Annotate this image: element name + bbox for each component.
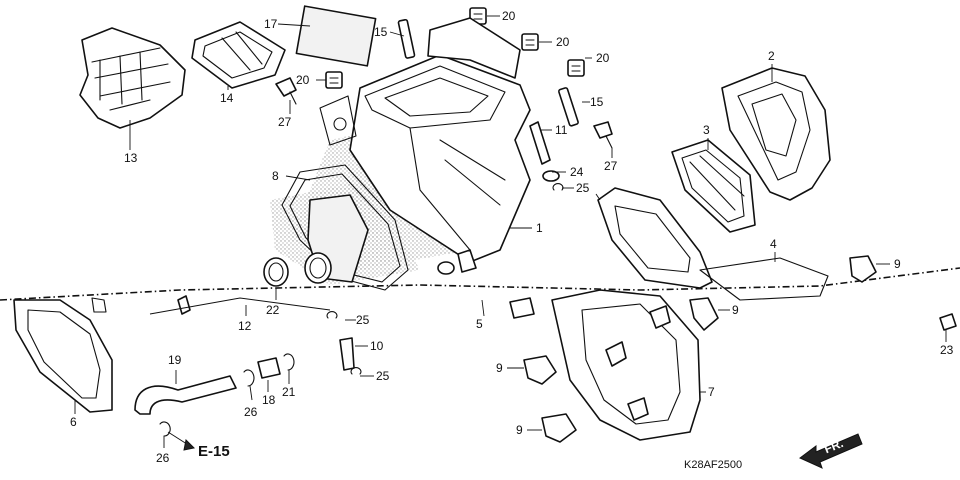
part-6-frame (13, 297, 113, 413)
part-8-seal (281, 164, 409, 291)
callout-9: 9 (732, 303, 739, 317)
fr-arrow (799, 433, 863, 469)
callout-9: 9 (894, 257, 901, 271)
part-12-tube (177, 295, 191, 315)
callout-27: 27 (278, 115, 292, 129)
callout-12: 12 (238, 319, 252, 333)
part-22-boot (263, 252, 332, 287)
part-9-clamp (541, 413, 577, 443)
callout-15: 15 (590, 95, 604, 109)
callout-19: 19 (168, 353, 182, 367)
part-1-air-cleaner-case (319, 17, 531, 275)
part-25-clip (552, 183, 564, 191)
part-27-bolt (593, 121, 613, 149)
part-8-seal (289, 173, 401, 283)
callout-5: 5 (476, 317, 483, 331)
callout-7: 7 (708, 385, 715, 399)
callout-4: 4 (770, 237, 777, 251)
part-19-hose (134, 375, 237, 415)
part-17-pad (295, 5, 377, 67)
callout-25: 25 (576, 181, 590, 195)
part-13-cover (79, 27, 186, 129)
part-9-clamp (849, 255, 877, 283)
part-27-bolt (275, 77, 297, 105)
callout-1: 1 (536, 221, 543, 235)
callout-14: 14 (220, 91, 234, 105)
part-9-clamp (523, 355, 557, 385)
callout-25: 25 (376, 369, 390, 383)
part-26-clamp (159, 421, 171, 437)
callout-18: 18 (262, 393, 276, 407)
callout-15: 15 (374, 25, 388, 39)
callout-2: 2 (768, 49, 775, 63)
callout-26: 26 (156, 451, 170, 465)
fr-label: FR. (822, 436, 845, 456)
part-10-pin (339, 337, 355, 371)
part-14-cover (191, 21, 286, 89)
part-5-plug (509, 297, 535, 319)
part-20-clip (325, 71, 343, 89)
callout-6: 6 (70, 415, 77, 429)
callout-27: 27 (604, 159, 618, 173)
part-15-strip (558, 87, 579, 127)
part-15-strip (397, 18, 416, 59)
callout-20: 20 (556, 35, 570, 49)
callout-9: 9 (496, 361, 503, 375)
reference-arrowhead (183, 438, 196, 451)
callout-26: 26 (244, 405, 258, 419)
callout-3: 3 (703, 123, 710, 137)
air-cleaner-cover-upper (597, 187, 713, 289)
diagram-code: K28AF2500 (684, 459, 742, 471)
part-2-air-filter (721, 67, 831, 201)
leader-line (149, 297, 331, 315)
part-25-clip (326, 311, 338, 319)
section-line (0, 267, 960, 301)
callout-22: 22 (266, 303, 280, 317)
callout-11: 11 (555, 123, 568, 137)
callout-9: 9 (516, 423, 523, 437)
part-26-clamp (243, 369, 255, 387)
callout-13: 13 (124, 151, 138, 165)
part-7-cover (551, 289, 701, 441)
callout-24: 24 (570, 165, 584, 179)
part-21-clip (283, 353, 295, 371)
callout-25: 25 (356, 313, 370, 327)
callout-21: 21 (282, 385, 296, 399)
callout-labels: 17 15 20 20 20 20 15 11 2 3 24 25 8 1 4 … (70, 9, 954, 465)
part-23-nut (939, 313, 957, 331)
part-18-fitting (257, 357, 281, 379)
part-4-gasket (699, 257, 829, 301)
callout-20: 20 (596, 51, 610, 65)
part-20-clip (521, 33, 539, 51)
part-11-pin (529, 121, 551, 165)
part-9-clamp (689, 297, 719, 331)
part-20-clip (567, 59, 585, 77)
part-3-filter-frame (671, 139, 756, 233)
leader-lines (74, 15, 947, 448)
callout-8: 8 (272, 169, 279, 183)
callout-10: 10 (370, 339, 384, 353)
part-24-washer (542, 170, 560, 182)
callout-20: 20 (296, 73, 310, 87)
callout-17: 17 (264, 17, 278, 31)
reference-e15: E-15 (198, 443, 230, 460)
callout-20: 20 (502, 9, 516, 23)
callout-23: 23 (940, 343, 954, 357)
part-25-clip (350, 367, 362, 375)
